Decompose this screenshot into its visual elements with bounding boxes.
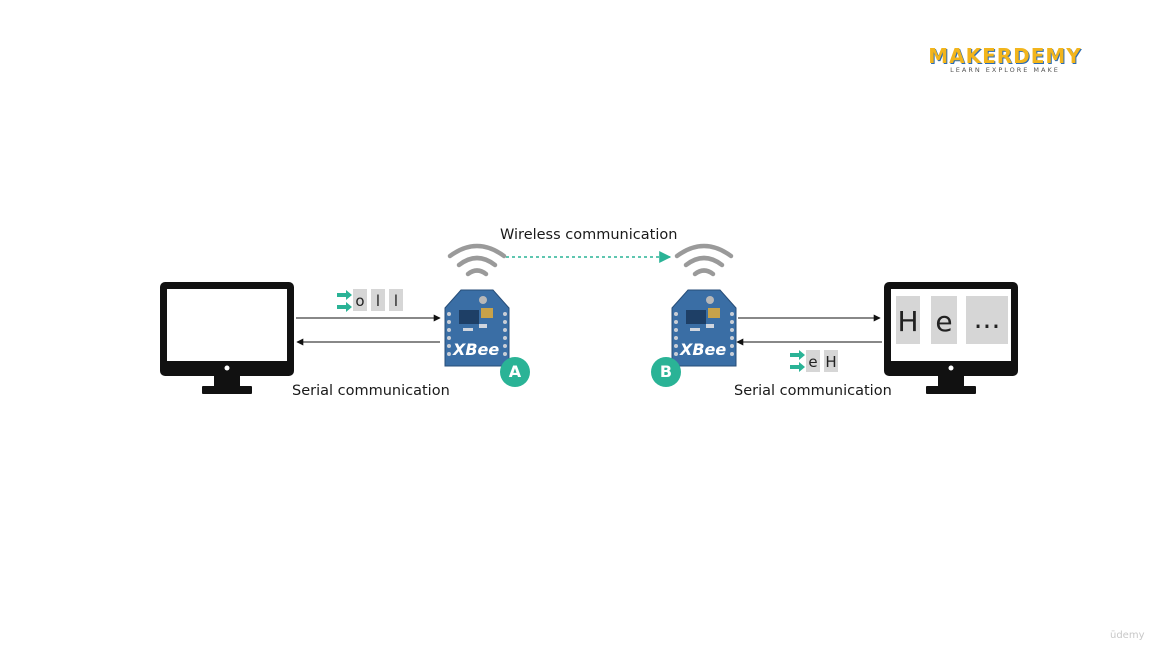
- xbee-module-b: XBee: [671, 289, 737, 367]
- buffer-char: l: [389, 289, 403, 311]
- makerdemy-logo: MAKERDEMY LEARN EXPLORE MAKE: [920, 44, 1090, 76]
- wifi-signal-icon: [447, 243, 507, 277]
- screen-char: H: [896, 296, 920, 344]
- serial-label-left: Serial communication: [292, 383, 450, 399]
- logo-wordmark: MAKERDEMY: [928, 44, 1082, 68]
- wireless-label: Wireless communication: [500, 227, 678, 243]
- xbee-module-a: XBee: [444, 289, 510, 367]
- screen-char: ...: [966, 296, 1008, 344]
- left-monitor-icon: [160, 282, 294, 394]
- buffer-char: e: [806, 350, 820, 372]
- badge-b: B: [651, 357, 681, 387]
- logo-tagline: LEARN EXPLORE MAKE: [950, 66, 1060, 74]
- svg-text:XBee: XBee: [452, 340, 499, 359]
- svg-text:XBee: XBee: [679, 340, 726, 359]
- serial-label-right: Serial communication: [734, 383, 892, 399]
- udemy-watermark: ūdemy: [1110, 630, 1145, 641]
- data-flow-arrows-icon: [337, 290, 352, 312]
- buffer-char: o: [353, 289, 367, 311]
- data-flow-arrows-icon: [790, 350, 805, 372]
- wifi-signal-icon: [674, 243, 734, 277]
- buffer-char: l: [371, 289, 385, 311]
- screen-char: e: [931, 296, 957, 344]
- badge-a: A: [500, 357, 530, 387]
- buffer-char: H: [824, 350, 838, 372]
